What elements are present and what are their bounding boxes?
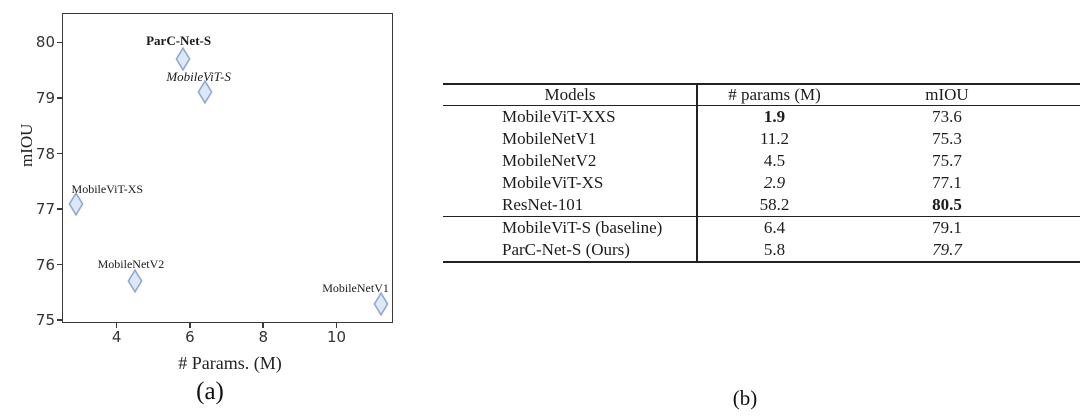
table-bottom-rule: [443, 260, 1080, 263]
params-cell: 5.8: [763, 239, 786, 259]
params-cell: 58.2: [759, 195, 790, 215]
miou-cell: 80.5: [932, 195, 962, 215]
miou-cell: 73.6: [932, 106, 962, 126]
x-tick-mark: [115, 323, 118, 328]
point-label: ParC-Net-S: [146, 33, 212, 49]
table-header-cell: Models: [544, 85, 596, 104]
model-name-cell: MobileViT-XXS: [502, 106, 616, 126]
model-name-cell: ParC-Net-S (Ours): [502, 239, 630, 259]
miou-cell: 79.7: [932, 239, 962, 259]
params-cell: 2.9: [763, 173, 786, 193]
table-header-row: Models # params (M) mIOU: [443, 85, 1080, 106]
y-tick-label: 77: [35, 200, 55, 219]
y-tick-mark: [57, 41, 62, 44]
table-row: ParC-Net-S (Ours) 5.8 79.7: [443, 239, 1080, 261]
y-tick-mark: [57, 208, 62, 210]
data-point-diamond: [175, 46, 191, 72]
miou-cell: 75.3: [932, 128, 962, 148]
y-tick-mark: [57, 263, 62, 266]
params-cell: 4.5: [763, 150, 786, 170]
table-row: MobileNetV1 11.2 75.3: [443, 128, 1080, 150]
caption-a: (a): [196, 378, 224, 405]
table-row: MobileViT-XS 2.9 77.1: [443, 172, 1080, 194]
point-label: MobileViT-S: [166, 69, 231, 85]
x-tick-mark: [189, 323, 191, 328]
params-cell: 1.9: [763, 106, 786, 126]
x-tick-label: 4: [111, 328, 122, 346]
model-name-cell: MobileViT-XS: [502, 173, 604, 193]
table-row: MobileNetV2 4.5 75.7: [443, 150, 1080, 172]
y-tick-label: 75: [35, 311, 55, 330]
y-tick-label: 79: [35, 89, 55, 107]
table-column-divider: [696, 85, 698, 263]
data-point-diamond: [68, 191, 84, 216]
model-name-cell: MobileNetV2: [502, 150, 597, 170]
model-name-cell: ResNet-101: [502, 195, 584, 215]
model-name-cell: MobileNetV1: [502, 128, 597, 148]
table-row: MobileViT-S (baseline) 6.4 79.1: [443, 216, 1080, 238]
data-point-diamond: [127, 268, 143, 294]
params-cell: 11.2: [759, 128, 790, 148]
point-label: MobileNetV2: [97, 257, 165, 272]
x-tick-label: 8: [258, 328, 269, 346]
x-tick-mark: [262, 323, 264, 328]
plot-area: [62, 13, 393, 323]
x-tick-label: 10: [327, 328, 347, 346]
point-label: MobileNetV1: [322, 280, 389, 295]
data-point-diamond: [372, 291, 389, 316]
results-table: Models # params (M) mIOU MobileViT-XXS 1.9 73…: [443, 83, 1080, 263]
model-name-cell: MobileViT-S (baseline): [502, 218, 663, 238]
x-tick-label: 6: [185, 328, 195, 346]
y-tick-label: 80: [35, 33, 55, 52]
x-axis-title: # Params. (M): [178, 353, 282, 373]
miou-cell: 75.7: [932, 150, 962, 170]
y-tick-mark: [57, 152, 62, 155]
params-cell: 6.4: [763, 218, 786, 238]
y-tick-label: 76: [35, 255, 55, 274]
y-tick-mark: [57, 97, 62, 99]
point-label: MobileViT-XS: [71, 181, 144, 196]
table-row: MobileViT-XXS 1.9 73.6: [443, 106, 1080, 128]
miou-cell: 77.1: [932, 173, 962, 193]
table-header-cell: # params (M): [728, 85, 821, 104]
x-tick-mark: [335, 323, 338, 328]
y-tick-mark: [57, 319, 62, 321]
caption-b: (b): [732, 386, 758, 410]
table-row: ResNet-101 58.2 80.5: [443, 194, 1080, 216]
miou-cell: 79.1: [932, 218, 962, 238]
data-point-diamond: [197, 80, 213, 105]
y-tick-label: 78: [35, 144, 55, 163]
table-header-cell: mIOU: [925, 85, 969, 104]
